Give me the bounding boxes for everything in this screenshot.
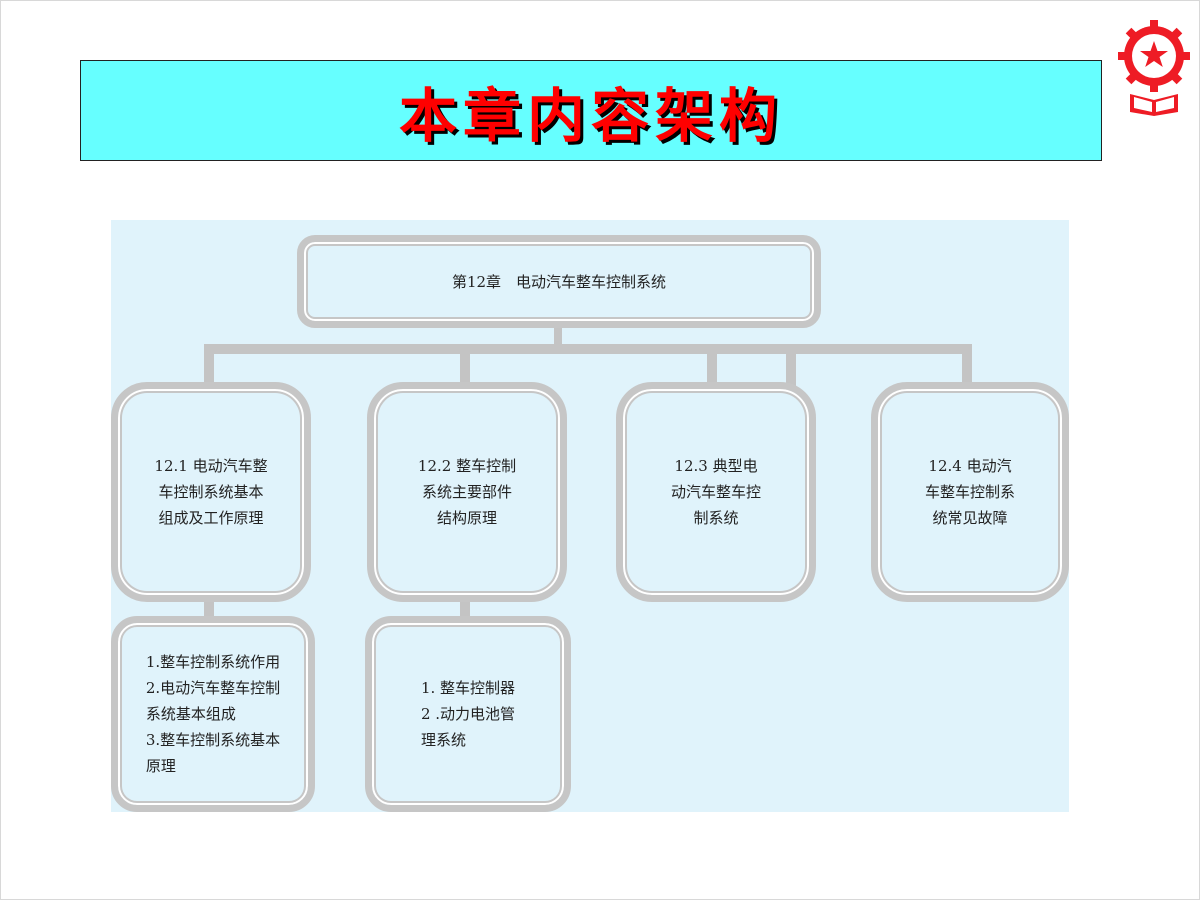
section-label: 12.4 电动汽 车整车控制系 统常见故障 (924, 457, 1015, 527)
title-banner: 本章内容架构 (80, 60, 1102, 161)
section-node-12-2: 12.2 整车控制 系统主要部件 结构原理 (367, 382, 567, 602)
connector-to-section-1 (204, 344, 214, 388)
chapter-root-label: 第12章 电动汽车整车控制系统 (451, 272, 667, 291)
subsection-label: 1.整车控制系统作用 2.电动汽车整车控制 系统基本组成 3.整车控制系统基本 … (145, 653, 281, 775)
connector-to-section-4 (962, 344, 972, 388)
chapter-root-node: 第12章 电动汽车整车控制系统 (297, 235, 821, 328)
section-label: 12.3 典型电 动汽车整车控 制系统 (670, 457, 761, 527)
connector-horizontal-bus (204, 344, 972, 354)
connector-section-2-to-sub (460, 598, 470, 622)
section-node-12-4: 12.4 电动汽 车整车控制系 统常见故障 (871, 382, 1069, 602)
chapter-structure-diagram: 第12章 电动汽车整车控制系统 12.1 电动汽车整 车控制系统基本 组成及工作… (111, 220, 1069, 812)
university-emblem-icon (1118, 20, 1190, 116)
subsection-node-12-1: 1.整车控制系统作用 2.电动汽车整车控制 系统基本组成 3.整车控制系统基本 … (111, 616, 315, 812)
connector-to-section-3a (707, 344, 717, 388)
connector-to-section-2 (460, 344, 470, 388)
connector-to-section-3b (786, 344, 796, 388)
section-node-12-3: 12.3 典型电 动汽车整车控 制系统 (616, 382, 816, 602)
subsection-label: 1. 整车控制器 2 .动力电池管 理系统 (420, 679, 516, 749)
subsection-node-12-2: 1. 整车控制器 2 .动力电池管 理系统 (365, 616, 571, 812)
slide-title: 本章内容架构 (398, 81, 783, 150)
section-label: 12.2 整车控制 系统主要部件 结构原理 (417, 457, 517, 527)
connector-section-1-to-sub (204, 598, 214, 622)
section-node-12-1: 12.1 电动汽车整 车控制系统基本 组成及工作原理 (111, 382, 311, 602)
connector-root-down (554, 325, 562, 350)
section-label: 12.1 电动汽车整 车控制系统基本 组成及工作原理 (154, 457, 268, 527)
